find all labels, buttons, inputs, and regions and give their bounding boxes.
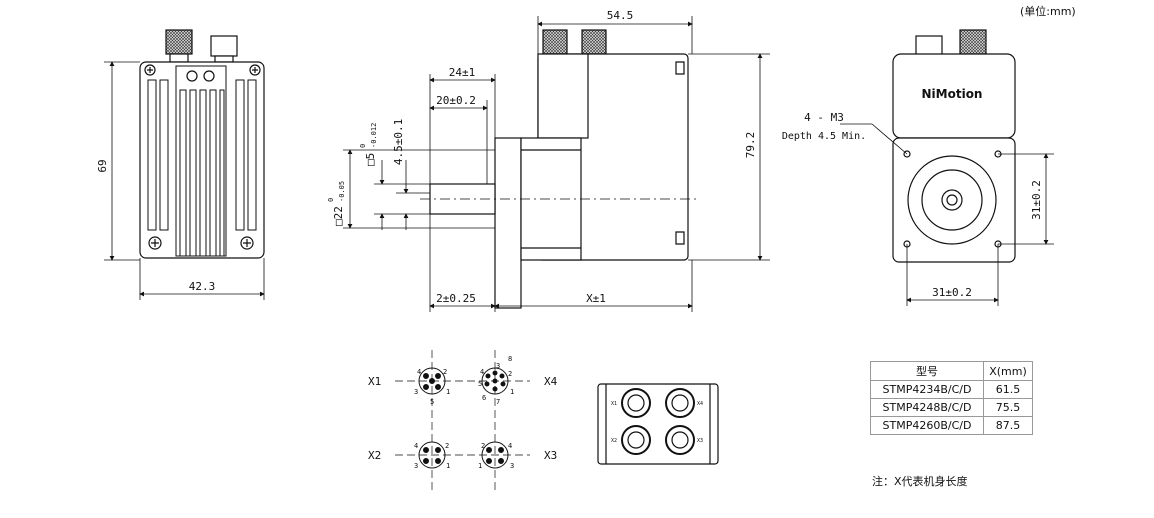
holes-note-line2: Depth 4.5 Min. xyxy=(782,131,866,142)
panel-label: X2 xyxy=(611,438,617,444)
table-header-model: 型号 xyxy=(870,361,984,381)
x4-pin-label: 2 xyxy=(508,370,512,378)
dim-left-width: 42.3 xyxy=(189,280,216,293)
table-cell-model: STMP4260B/C/D xyxy=(870,416,984,435)
front-view-right xyxy=(840,29,1054,306)
dim-shaft-diameter: □5 0 -0.012 xyxy=(359,123,378,166)
pilot-circle xyxy=(907,155,997,245)
side-view-middle xyxy=(343,16,770,312)
x2-pin-label: 1 xyxy=(446,462,450,470)
table-row: STMP4248B/C/D 75.5 xyxy=(870,398,1033,417)
dim-flange-thickness: 2±0.25 xyxy=(436,292,476,305)
x4-pin-label: 1 xyxy=(510,388,514,396)
connector-x2-face xyxy=(418,441,446,469)
x2-pin-label: 2 xyxy=(445,442,449,450)
holes-note-line1: 4 - M3 xyxy=(804,111,844,124)
dim-shaft-length: 20±0.2 xyxy=(436,94,476,107)
svg-text:0: 0 xyxy=(327,198,335,202)
x3-pin-label: 4 xyxy=(508,442,512,450)
x4-pin-label: 8 xyxy=(508,355,512,363)
connector-x3-label: X3 xyxy=(544,449,557,462)
brand-logo-text: NiMotion xyxy=(922,87,983,101)
x3-pin-label: 1 xyxy=(478,462,482,470)
connector-x4-label: X4 xyxy=(544,375,558,388)
svg-text:0: 0 xyxy=(359,144,367,148)
motor-body-outline xyxy=(139,61,265,259)
connector-x4-face xyxy=(481,367,509,395)
panel-label: X3 xyxy=(697,438,703,444)
svg-text:□22: □22 xyxy=(332,206,345,226)
table-cell-x: 87.5 xyxy=(983,416,1033,435)
m8-connector-knurled xyxy=(165,29,193,55)
x4-pin-label: 6 xyxy=(482,394,486,402)
svg-text:-0.05: -0.05 xyxy=(338,181,346,202)
table-cell-x: 75.5 xyxy=(983,398,1033,417)
table-header-row: 型号 X(mm) xyxy=(870,361,1033,381)
panel-connector-icon xyxy=(621,388,695,455)
x4-pin-label: 5 xyxy=(478,380,482,388)
x4-pin-label: 7 xyxy=(496,398,500,406)
footnote: 注：X代表机身长度 xyxy=(872,475,968,488)
connector-x3-face xyxy=(481,441,509,469)
dim-connector-length: 24±1 xyxy=(449,66,476,79)
dim-hole-spacing-vertical: 31±0.2 xyxy=(1030,180,1043,220)
side-view-left xyxy=(104,29,265,300)
table-cell-model: STMP4248B/C/D xyxy=(870,398,984,417)
x1-pin-label: 3 xyxy=(414,388,418,396)
dim-left-height: 69 xyxy=(96,159,109,172)
connector-x2-label: X2 xyxy=(368,449,381,462)
connector-x1-face xyxy=(418,367,446,395)
dim-pilot-diameter: □22 0 -0.05 xyxy=(327,181,346,226)
x4-pin-label: 4 xyxy=(480,368,484,376)
corner-screw-icon xyxy=(144,64,261,250)
flange xyxy=(494,137,522,309)
x1-pin-label: 4 xyxy=(417,368,421,376)
x1-pin-label: 1 xyxy=(446,388,450,396)
x3-pin-label: 2 xyxy=(481,442,485,450)
dim-total-length: 54.5 xyxy=(607,9,634,22)
dim-body-length: X±1 xyxy=(586,292,606,305)
connector-panel xyxy=(597,383,719,465)
x2-pin-label: 3 xyxy=(414,462,418,470)
svg-text:-0.012: -0.012 xyxy=(370,123,378,148)
x1-pin-label: 5 xyxy=(430,398,434,406)
m8-connector-plain xyxy=(210,35,238,57)
dim-flat-depth: 4.5±0.1 xyxy=(392,119,405,165)
svg-text:□5: □5 xyxy=(364,153,377,166)
x4-pin-label: 3 xyxy=(496,362,500,370)
table-header-x: X(mm) xyxy=(983,361,1033,381)
panel-label: X4 xyxy=(697,401,703,407)
table-cell-x: 61.5 xyxy=(983,380,1033,399)
table-row: STMP4234B/C/D 61.5 xyxy=(870,380,1033,399)
x1-pin-label: 2 xyxy=(443,368,447,376)
dim-hole-spacing-horizontal: 31±0.2 xyxy=(932,286,972,299)
pinout-diagram xyxy=(395,350,530,490)
table-row: STMP4260B/C/D 87.5 xyxy=(870,416,1033,435)
x2-pin-label: 4 xyxy=(414,442,418,450)
connector-x1-label: X1 xyxy=(368,375,381,388)
table-cell-model: STMP4234B/C/D xyxy=(870,380,984,399)
model-table: 型号 X(mm) STMP4234B/C/D 61.5 STMP4248B/C/… xyxy=(870,361,1033,435)
unit-note: (单位:mm) xyxy=(1020,5,1076,18)
dim-total-height: 79.2 xyxy=(744,132,757,159)
x3-pin-label: 3 xyxy=(510,462,514,470)
panel-label: X1 xyxy=(611,401,617,407)
